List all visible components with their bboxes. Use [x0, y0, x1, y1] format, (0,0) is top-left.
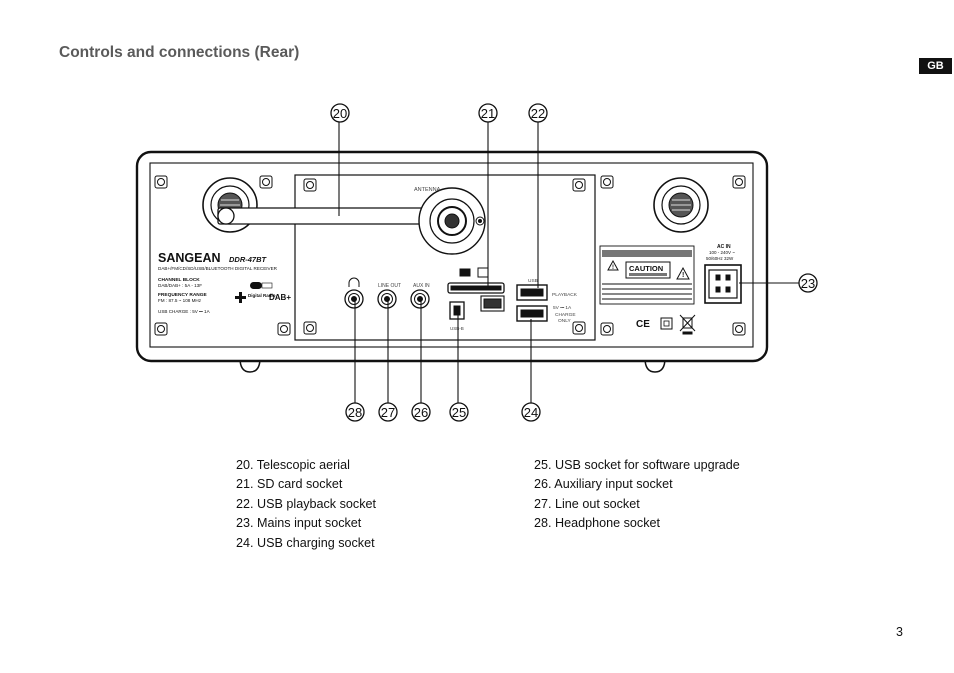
- model-name: DDR-47BT: [229, 255, 268, 264]
- callout-24: 24: [521, 402, 541, 422]
- svg-text:Digital Radio: Digital Radio: [248, 293, 276, 298]
- callout-23: 23: [798, 273, 818, 293]
- digital-radio-logo: Digital Radio: [235, 292, 276, 303]
- legend-item: 28. Headphone socket: [534, 516, 661, 531]
- callout-26: 26: [411, 402, 431, 422]
- rating-label: SANGEAN DDR-47BT DAB+/FM/CD/SD/USB/BLUET…: [158, 251, 291, 314]
- brand-logo: SANGEAN: [158, 251, 221, 265]
- dab-logo: DAB+: [269, 293, 291, 302]
- ac-in-label: AC IN: [717, 244, 731, 250]
- ce-mark: CE: [636, 319, 650, 330]
- channel-block-value: DAB/DAB+ : 5A - 13F: [158, 283, 202, 288]
- frequency-range-label: FREQUENCY RANGE: [158, 292, 207, 298]
- svg-text:!: !: [612, 265, 614, 271]
- usb-charge-rating: USB CHARGE : 5V ⎓ 1A: [158, 309, 211, 314]
- svg-text:23: 23: [801, 276, 815, 291]
- callout-27: 27: [378, 402, 398, 422]
- svg-text:!: !: [682, 272, 684, 279]
- charge-rating: 5V ⎓ 1A: [553, 305, 572, 311]
- callout-22: 22: [528, 103, 548, 123]
- page-title: Controls and connections (Rear): [59, 44, 300, 61]
- compliance-marks: CE: [636, 314, 696, 335]
- svg-text:25: 25: [452, 405, 466, 420]
- svg-text:27: 27: [381, 405, 395, 420]
- aux-in-socket: AUX IN: [410, 283, 430, 309]
- legend-item: 26. Auxiliary input socket: [534, 477, 673, 492]
- caution-label: CAUTION: [629, 264, 663, 273]
- legend-item: 22. USB playback socket: [236, 496, 377, 511]
- usb-upgrade-socket: USB-B: [449, 301, 465, 331]
- usb-b-label: USB-B: [450, 326, 464, 331]
- line-out-socket: LINE OUT: [377, 283, 401, 309]
- legend-left: 20. Telescopic aerial 21. SD card socket…: [236, 456, 376, 553]
- usb-charging-socket: 5V ⎓ 1A CHARGE ONLY: [516, 305, 576, 324]
- frequency-range-value: FM : 87.5 ~ 108 MHz: [158, 298, 202, 303]
- svg-text:21: 21: [481, 106, 495, 121]
- callouts: 20 21 22 23 24 25 26 27 28: [330, 103, 818, 422]
- bluetooth-logo: [250, 282, 273, 289]
- screws: [154, 175, 746, 336]
- charge-only-line2: ONLY: [558, 318, 572, 324]
- usb-playback-socket: USB PLAYBACK: [516, 278, 578, 301]
- ac-in-frequency: 50/60Hz 32W: [706, 256, 734, 261]
- page-number: 3: [896, 625, 903, 639]
- telescopic-aerial: ANTENNA: [217, 187, 486, 255]
- sd-card-socket: [447, 267, 505, 312]
- legend-item: 24. USB charging socket: [236, 535, 375, 550]
- svg-text:26: 26: [414, 405, 428, 420]
- warning-label: ! ! CAUTION: [599, 245, 695, 305]
- callout-21: 21: [478, 103, 498, 123]
- bass-port-right: [653, 177, 709, 233]
- svg-text:22: 22: [531, 106, 545, 121]
- legend-item: 21. SD card socket: [236, 477, 343, 492]
- mains-input-socket: AC IN 100 - 240V ~ 50/60Hz 32W: [704, 244, 742, 304]
- playback-label: PLAYBACK: [552, 292, 578, 298]
- legend-item: 27. Line out socket: [534, 496, 640, 511]
- language-badge: GB: [919, 58, 952, 74]
- svg-text:20: 20: [333, 106, 347, 121]
- legend-item: 25. USB socket for software upgrade: [534, 458, 740, 472]
- usb-label: USB: [528, 278, 538, 284]
- leader-lines: [338, 122, 799, 403]
- legend-item: 23. Mains input socket: [236, 516, 362, 531]
- weee-bin-icon: [679, 314, 696, 335]
- headphone-socket: [344, 277, 364, 309]
- svg-text:28: 28: [348, 405, 362, 420]
- legend-item: 20. Telescopic aerial: [236, 458, 350, 472]
- charge-only-line1: CHARGE: [555, 312, 576, 318]
- line-out-label: LINE OUT: [378, 283, 401, 289]
- callout-25: 25: [449, 402, 469, 422]
- callout-20: 20: [330, 103, 350, 123]
- svg-text:24: 24: [524, 405, 538, 420]
- antenna-label: ANTENNA: [414, 187, 441, 193]
- legend-right: 25. USB socket for software upgrade 26. …: [534, 456, 740, 534]
- ac-in-voltage: 100 - 240V ~: [709, 250, 735, 255]
- aux-in-label: AUX IN: [413, 283, 430, 289]
- channel-block-label: CHANNEL BLOCK: [158, 277, 200, 283]
- callout-28: 28: [345, 402, 365, 422]
- device-subtitle: DAB+/FM/CD/SD/USB/BLUETOOTH DIGITAL RECE…: [158, 266, 278, 271]
